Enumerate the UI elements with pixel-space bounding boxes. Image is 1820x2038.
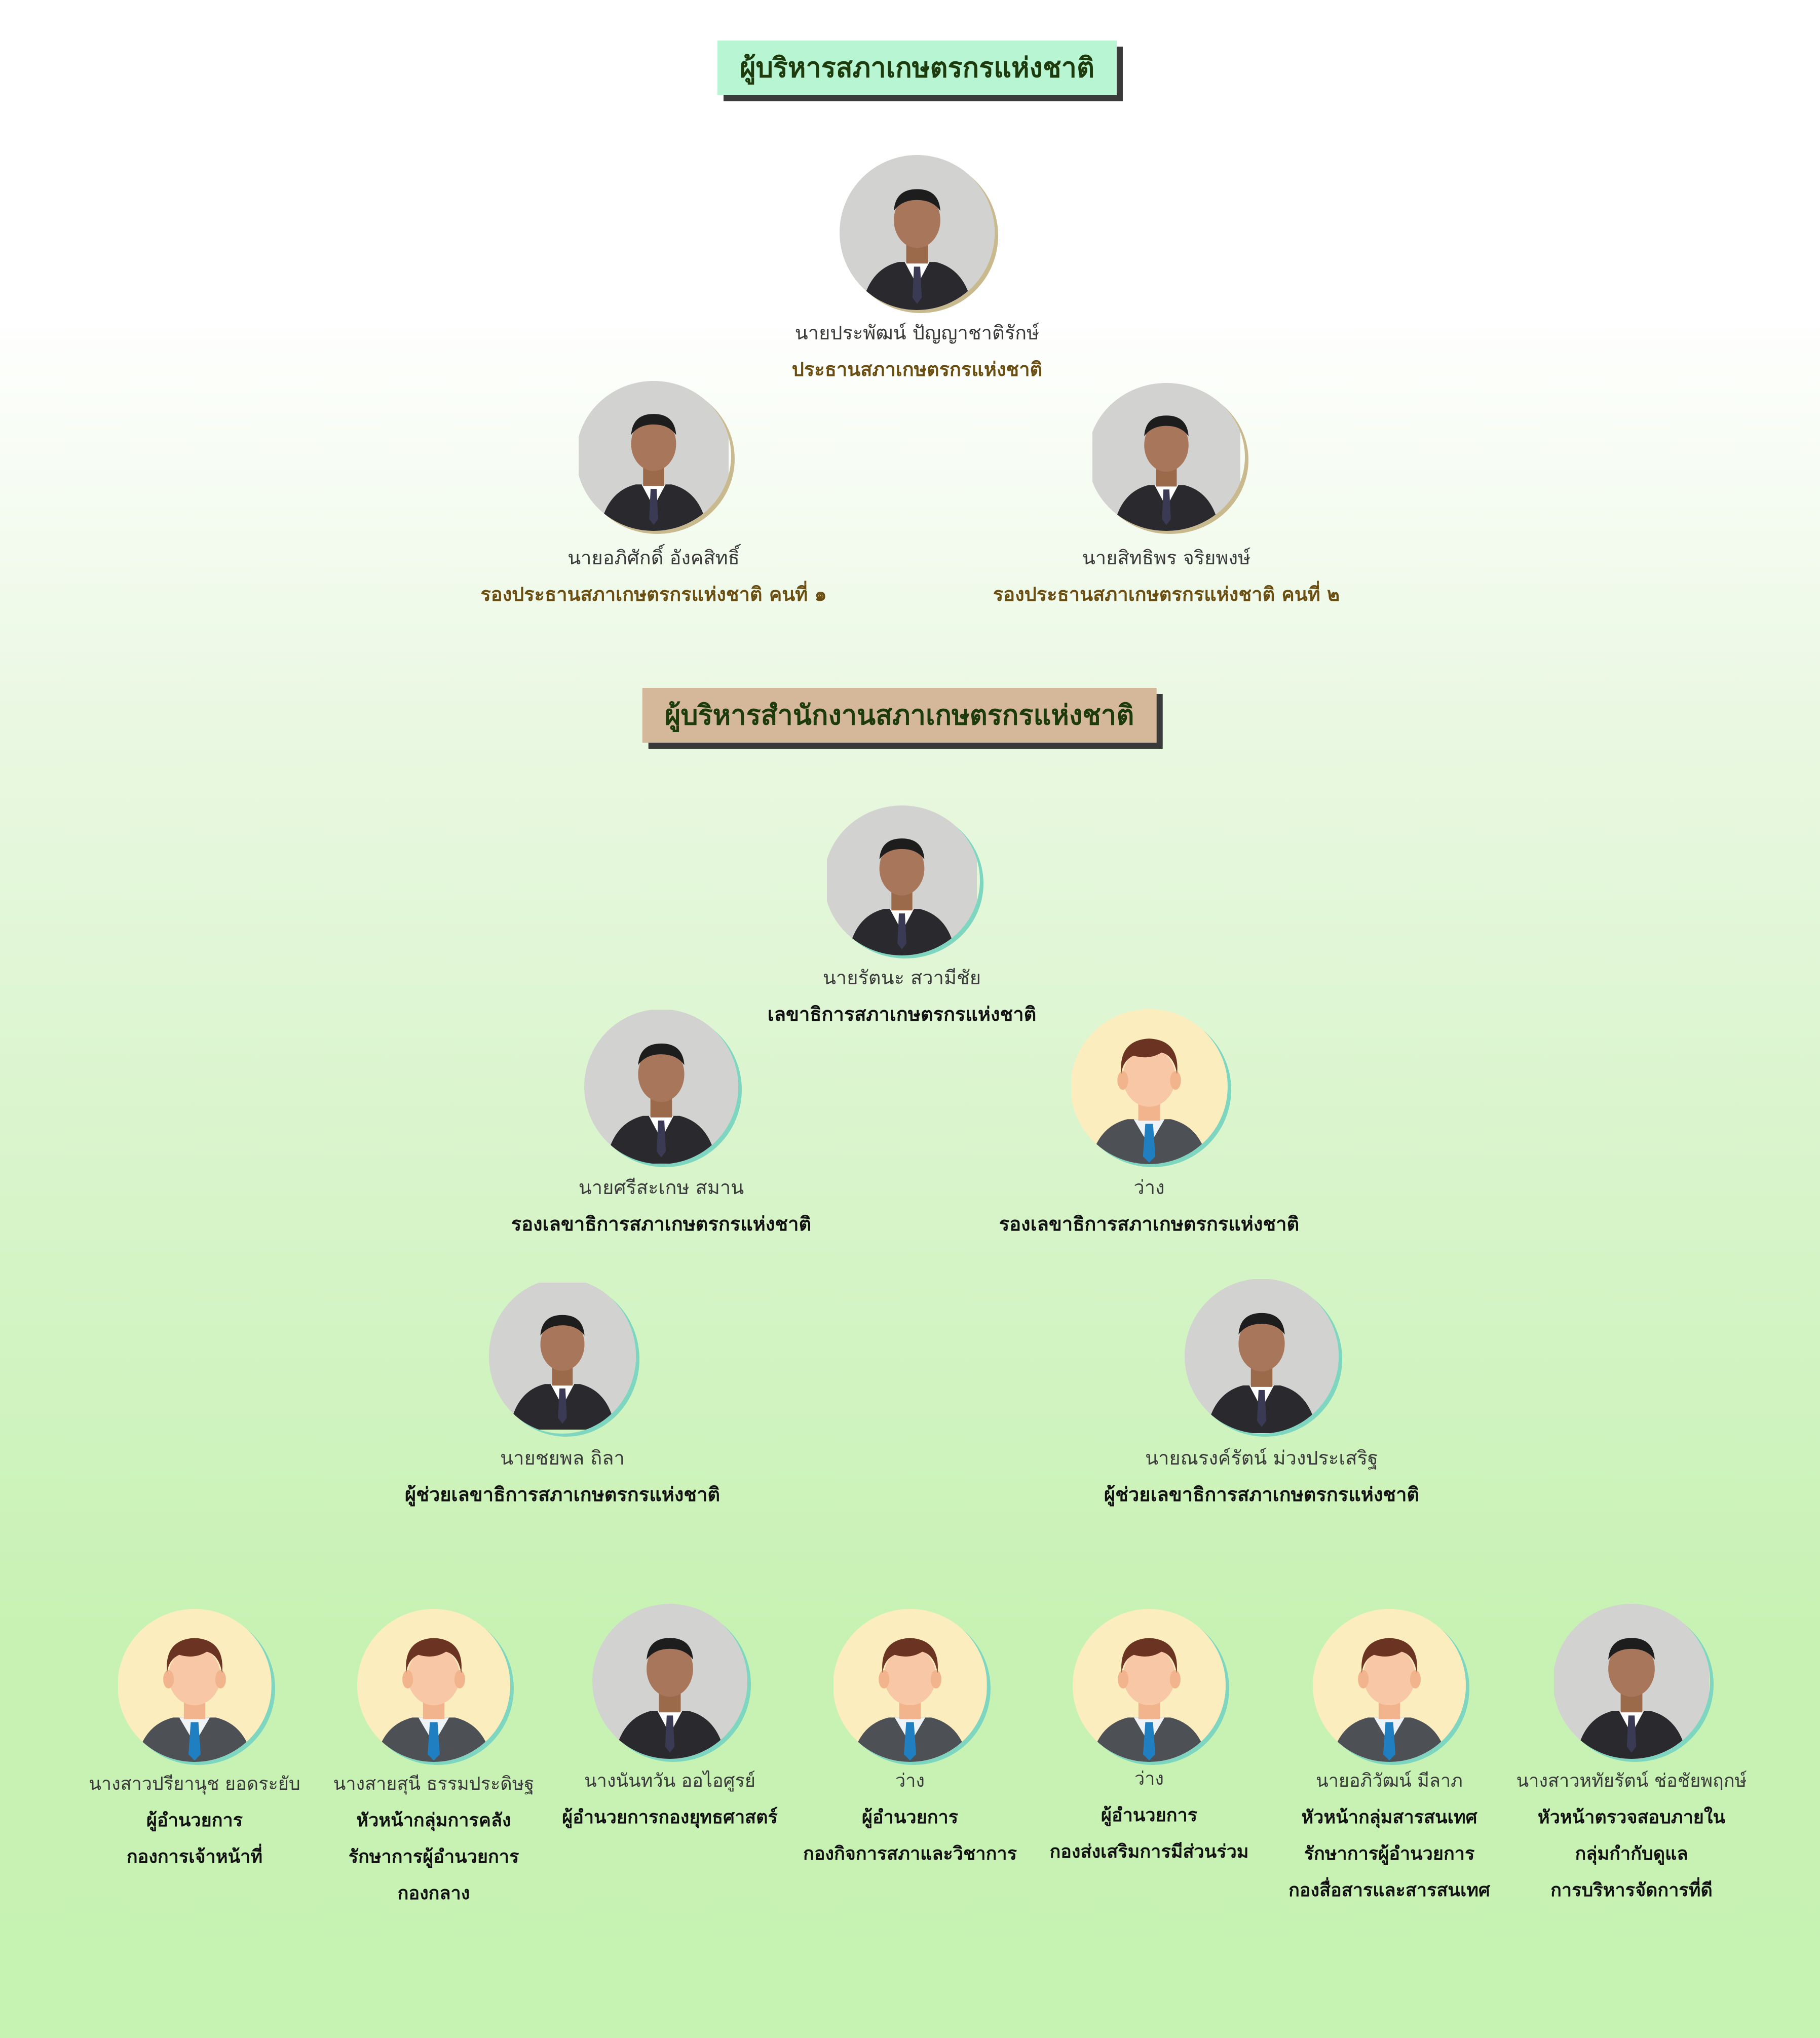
person-placeholder-icon <box>1313 1609 1466 1762</box>
person-photo-icon <box>592 1604 747 1759</box>
deputy-2-name: ว่าง <box>1133 1176 1165 1199</box>
director-5-photo <box>1073 1609 1226 1762</box>
director-7-line-1: หัวหน้าตรวจสอบภายใน <box>1537 1807 1726 1828</box>
deputy-1-photo <box>584 1009 738 1164</box>
person-placeholder-icon <box>1071 1009 1228 1164</box>
person-placeholder-icon <box>118 1609 272 1762</box>
director-2-line-2: รักษาการผู้อำนวยการ <box>348 1847 519 1867</box>
secretary-general-name: นายรัตนะ สวามีชัย <box>822 967 981 989</box>
director-2-line-3: กองกลาง <box>397 1883 470 1904</box>
director-2-name: นางสายสุนี ธรรมประดิษฐ <box>333 1774 535 1794</box>
deputy-1-name: นายศรีสะเกษ สมาน <box>578 1176 744 1199</box>
director-3-line-1: ผู้อำนวยการกองยุทธศาสตร์ <box>562 1807 778 1828</box>
secretary-general-photo <box>824 805 980 955</box>
director-6-name: นายอภิวัฒน์ มีลาภ <box>1316 1771 1463 1791</box>
director-4-line-1: ผู้อำนวยการ <box>861 1807 959 1828</box>
office-banner: ผู้บริหารสำนักงานสภาเกษตรกรแห่งชาติ <box>642 688 1157 743</box>
director-3-name: นางนันทวัน ออไอศูรย์ <box>584 1771 755 1791</box>
director-5-line-2: กองส่งเสริมการมีส่วนร่วม <box>1049 1841 1249 1862</box>
director-4-name: ว่าง <box>895 1771 925 1791</box>
president-photo <box>840 155 995 310</box>
director-7-name: นางสาวหทัยรัตน์ ช่อชัยพฤกษ์ <box>1516 1771 1747 1791</box>
assistant-1-name: นายชยพล ถิลา <box>500 1447 625 1469</box>
person-placeholder-icon <box>1073 1609 1226 1762</box>
deputy-1-position: รองเลขาธิการสภาเกษตรกรแห่งชาติ <box>511 1213 812 1235</box>
director-1-photo <box>118 1609 272 1762</box>
director-1-line-1: ผู้อำนวยการ <box>146 1810 243 1831</box>
deputy-2-photo <box>1071 1009 1228 1164</box>
director-4-photo <box>833 1609 987 1762</box>
vice-president-2-photo <box>1088 383 1245 531</box>
assistant-1-photo <box>489 1279 636 1434</box>
person-photo-icon <box>840 155 995 310</box>
director-1-name: นางสาวปรียานุช ยอดระยับ <box>89 1774 300 1794</box>
director-1-line-2: กองการเจ้าหน้าที่ <box>126 1847 263 1867</box>
director-6-line-2: รักษาการผู้อำนวยการ <box>1304 1843 1475 1864</box>
director-5-line-1: ผู้อำนวยการ <box>1101 1805 1198 1826</box>
vice-president-2-name: นายสิทธิพร จริยพงษ์ <box>1082 547 1251 569</box>
director-2-photo <box>357 1609 510 1762</box>
person-photo-icon <box>824 805 980 955</box>
director-5-name: ว่าง <box>1134 1768 1164 1789</box>
vice-president-2-position: รองประธานสภาเกษตรกรแห่งชาติ คนที่ ๒ <box>993 583 1340 605</box>
director-3-photo <box>592 1604 747 1759</box>
assistant-2-name: นายณรงค์รัตน์ ม่วงประเสริฐ <box>1145 1447 1378 1469</box>
director-6-photo <box>1313 1609 1466 1762</box>
person-photo-icon <box>1185 1279 1339 1434</box>
person-placeholder-icon <box>357 1609 510 1762</box>
secretary-general-position: เลขาธิการสภาเกษตรกรแห่งชาติ <box>767 1003 1037 1025</box>
director-4-line-2: กองกิจการสภาและวิชาการ <box>803 1843 1017 1864</box>
vice-president-1-position: รองประธานสภาเกษตรกรแห่งชาติ คนที่ ๑ <box>480 583 827 605</box>
board-banner: ผู้บริหารสภาเกษตรกรแห่งชาติ <box>717 41 1117 95</box>
director-6-line-1: หัวหน้ากลุ่มสารสนเทศ <box>1301 1807 1477 1828</box>
assistant-2-position: ผู้ช่วยเลขาธิการสภาเกษตรกรแห่งชาติ <box>1104 1483 1420 1506</box>
assistant-2-photo <box>1185 1279 1339 1434</box>
person-photo-icon <box>489 1279 636 1434</box>
person-photo-icon <box>584 1009 738 1164</box>
president-position: ประธานสภาเกษตรกรแห่งชาติ <box>791 358 1043 380</box>
president-name: นายประพัฒน์ ปัญญาชาติรักษ์ <box>794 322 1040 344</box>
director-2-line-1: หัวหน้ากลุ่มการคลัง <box>356 1810 511 1831</box>
person-placeholder-icon <box>833 1609 987 1762</box>
person-photo-icon <box>576 381 731 531</box>
person-photo-icon <box>1553 1604 1710 1759</box>
director-7-photo <box>1553 1604 1710 1759</box>
director-7-line-2: กลุ่มกำกับดูแล <box>1575 1843 1688 1864</box>
director-6-line-3: กองสื่อสารและสารสนเทศ <box>1288 1880 1490 1901</box>
vice-president-1-name: นายอภิศักดิ์ อังคสิทธิ์ <box>567 547 740 569</box>
vice-president-1-photo <box>576 381 731 531</box>
director-7-line-3: การบริหารจัดการที่ดี <box>1550 1880 1713 1901</box>
person-photo-icon <box>1088 383 1245 531</box>
deputy-2-position: รองเลขาธิการสภาเกษตรกรแห่งชาติ <box>999 1213 1300 1235</box>
assistant-1-position: ผู้ช่วยเลขาธิการสภาเกษตรกรแห่งชาติ <box>404 1483 721 1506</box>
